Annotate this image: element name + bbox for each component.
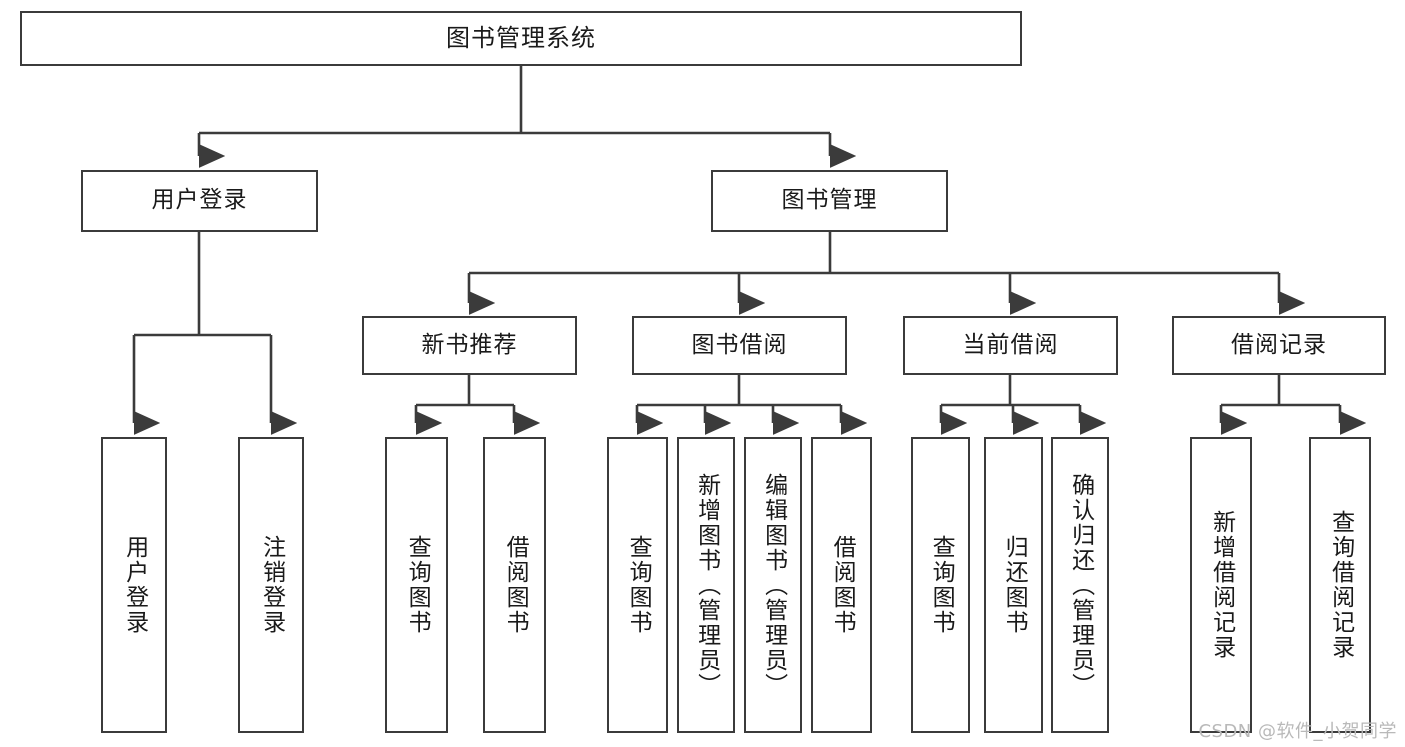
node-level3-book-borrow-label: 图书借阅 <box>691 331 788 358</box>
node-leaf-query-book-borrow[interactable]: 查询图书 <box>607 437 668 733</box>
node-leaf-add-borrow-record-label: 新增借阅记录 <box>1208 510 1235 660</box>
node-leaf-borrow-book[interactable]: 借阅图书 <box>811 437 872 733</box>
node-level3-new-book-recommend-label: 新书推荐 <box>421 331 518 358</box>
node-level3-book-borrow[interactable]: 图书借阅 <box>632 316 847 375</box>
node-leaf-confirm-return-admin[interactable]: 确认归还（管理员） <box>1051 437 1109 733</box>
node-leaf-confirm-return-admin-label: 确认归还（管理员） <box>1067 472 1094 698</box>
node-level2-user-login[interactable]: 用户登录 <box>81 170 318 232</box>
node-leaf-query-book-current[interactable]: 查询图书 <box>911 437 970 733</box>
node-leaf-return-book[interactable]: 归还图书 <box>984 437 1043 733</box>
node-level2-user-login-label: 用户登录 <box>151 187 248 214</box>
node-leaf-edit-book-admin[interactable]: 编辑图书（管理员） <box>744 437 802 733</box>
node-level2-book-management-label: 图书管理 <box>781 187 878 214</box>
node-leaf-add-borrow-record[interactable]: 新增借阅记录 <box>1190 437 1252 733</box>
node-leaf-query-borrow-record-label: 查询借阅记录 <box>1327 510 1354 660</box>
node-root[interactable]: 图书管理系统 <box>20 11 1022 66</box>
node-leaf-logout-label: 注销登录 <box>258 535 285 635</box>
csdn-watermark: CSDN @软件_小贺同学 <box>1198 721 1397 742</box>
node-leaf-query-borrow-record[interactable]: 查询借阅记录 <box>1309 437 1371 733</box>
node-leaf-return-book-label: 归还图书 <box>1001 535 1028 635</box>
node-level2-book-management[interactable]: 图书管理 <box>711 170 948 232</box>
node-level3-borrow-record-label: 借阅记录 <box>1231 331 1327 358</box>
node-root-label: 图书管理系统 <box>446 24 596 53</box>
node-leaf-query-book-recommend-label: 查询图书 <box>404 535 431 635</box>
node-leaf-user-login[interactable]: 用户登录 <box>101 437 167 733</box>
node-leaf-query-book-borrow-label: 查询图书 <box>625 535 652 635</box>
node-leaf-borrow-book-recommend[interactable]: 借阅图书 <box>483 437 546 733</box>
node-level3-new-book-recommend[interactable]: 新书推荐 <box>362 316 577 375</box>
node-leaf-user-login-label: 用户登录 <box>121 535 148 635</box>
node-leaf-edit-book-admin-label: 编辑图书（管理员） <box>760 472 787 698</box>
node-level3-borrow-record[interactable]: 借阅记录 <box>1172 316 1386 375</box>
node-leaf-borrow-book-recommend-label: 借阅图书 <box>502 535 529 635</box>
node-leaf-query-book-current-label: 查询图书 <box>928 535 955 635</box>
node-leaf-add-book-admin-label: 新增图书（管理员） <box>693 472 720 698</box>
node-leaf-query-book-recommend[interactable]: 查询图书 <box>385 437 448 733</box>
node-leaf-logout[interactable]: 注销登录 <box>238 437 304 733</box>
node-leaf-borrow-book-label: 借阅图书 <box>829 535 856 635</box>
node-level3-current-borrow[interactable]: 当前借阅 <box>903 316 1118 375</box>
node-leaf-add-book-admin[interactable]: 新增图书（管理员） <box>677 437 735 733</box>
node-level3-current-borrow-label: 当前借阅 <box>962 331 1059 358</box>
